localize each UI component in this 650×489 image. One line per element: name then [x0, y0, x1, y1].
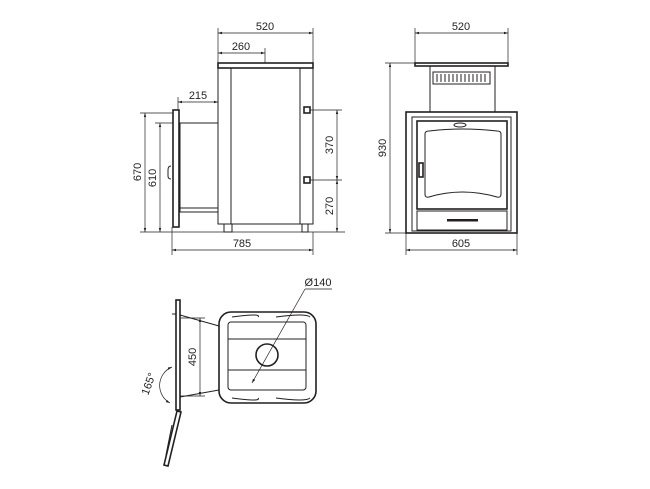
flue-opening: [255, 343, 279, 367]
upper-box: [429, 65, 496, 113]
stove-top-outline: [218, 311, 317, 404]
bolt-icon: [303, 176, 311, 184]
dim-450: 450: [187, 348, 199, 366]
leg: [301, 223, 309, 233]
side-view: 520 260 215 670 610 370 270 785: [132, 21, 345, 255]
door-panel: [172, 109, 180, 228]
door-glass: [424, 128, 502, 198]
ash-drawer: [416, 210, 508, 231]
angle-arc: [159, 366, 173, 404]
dim-930: 930: [377, 139, 389, 157]
dim-670: 670: [132, 163, 144, 181]
door-handle: [167, 165, 172, 180]
dim-flue-diameter: Ø140: [305, 277, 332, 289]
open-door: [163, 410, 182, 467]
tunnel: [179, 122, 219, 213]
stove-body: [217, 67, 314, 225]
dim-785: 785: [233, 238, 251, 250]
door-handle: [418, 162, 424, 178]
dim-605: 605: [452, 238, 470, 250]
dim-270: 270: [324, 197, 336, 215]
door-plate: [175, 299, 181, 411]
door-latch: [453, 122, 467, 128]
ash-drawer-handle: [447, 219, 478, 222]
dim-520-side: 520: [256, 21, 274, 33]
dim-door-angle: 165°: [140, 371, 159, 396]
dim-370: 370: [324, 136, 336, 154]
top-plate: [217, 62, 314, 69]
dim-260: 260: [232, 41, 250, 53]
dim-520-front: 520: [452, 21, 470, 33]
front-view: 520 930 605: [377, 21, 518, 255]
dim-610: 610: [147, 169, 159, 187]
door-frame: [405, 111, 518, 234]
leg: [223, 223, 233, 233]
fire-door: [416, 120, 508, 210]
dim-215: 215: [189, 90, 207, 102]
vent-grille: [432, 71, 491, 85]
top-view: Ø140 450 165°: [140, 277, 332, 467]
bolt-icon: [303, 106, 311, 114]
